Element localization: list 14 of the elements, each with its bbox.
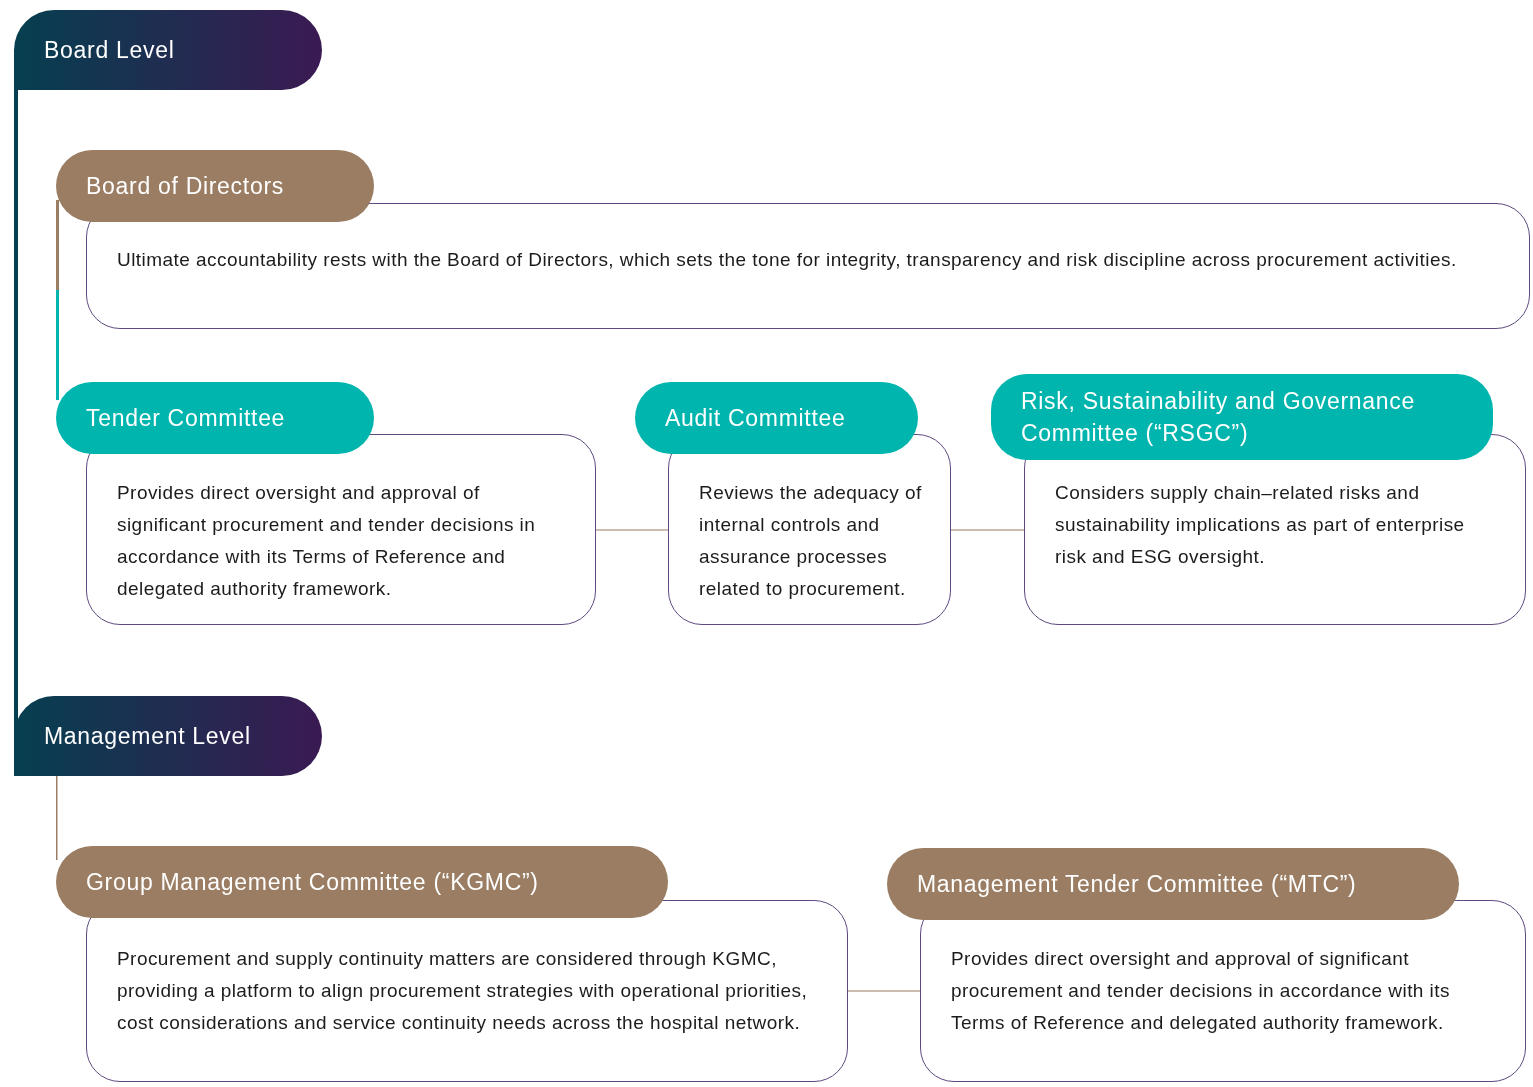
connector-line xyxy=(950,529,1025,531)
level-header: Board Level xyxy=(14,10,322,90)
committee-header: Management Tender Committee (“MTC”) xyxy=(887,848,1459,920)
description-card: Ultimate accountability rests with the Board of Directors, which sets the tone for integrity, transparency and risk discipline across procurement activities. xyxy=(86,203,1530,329)
committee-header: Tender Committee xyxy=(56,382,374,454)
committee-header: Audit Committee xyxy=(635,382,918,454)
connector-line xyxy=(847,990,921,992)
committee-header: Group Management Committee (“KGMC”) xyxy=(56,846,668,918)
committee-header: Board of Directors xyxy=(56,150,374,222)
connector-line xyxy=(595,529,669,531)
description-card: Procurement and supply continuity matters are considered through KGMC, providing a platform to align procurement strategies with operational priorities, cost considerations and service continuity needs across the hospital network. xyxy=(86,900,848,1082)
committee-header: Risk, Sustainability and Governance Committee (“RSGC”) xyxy=(991,374,1493,460)
level-header: Management Level xyxy=(14,696,322,776)
description-card: Provides direct oversight and approval of significant procurement and tender decisions in accordance with its Terms of Reference and delegated authority framework. xyxy=(86,434,596,625)
